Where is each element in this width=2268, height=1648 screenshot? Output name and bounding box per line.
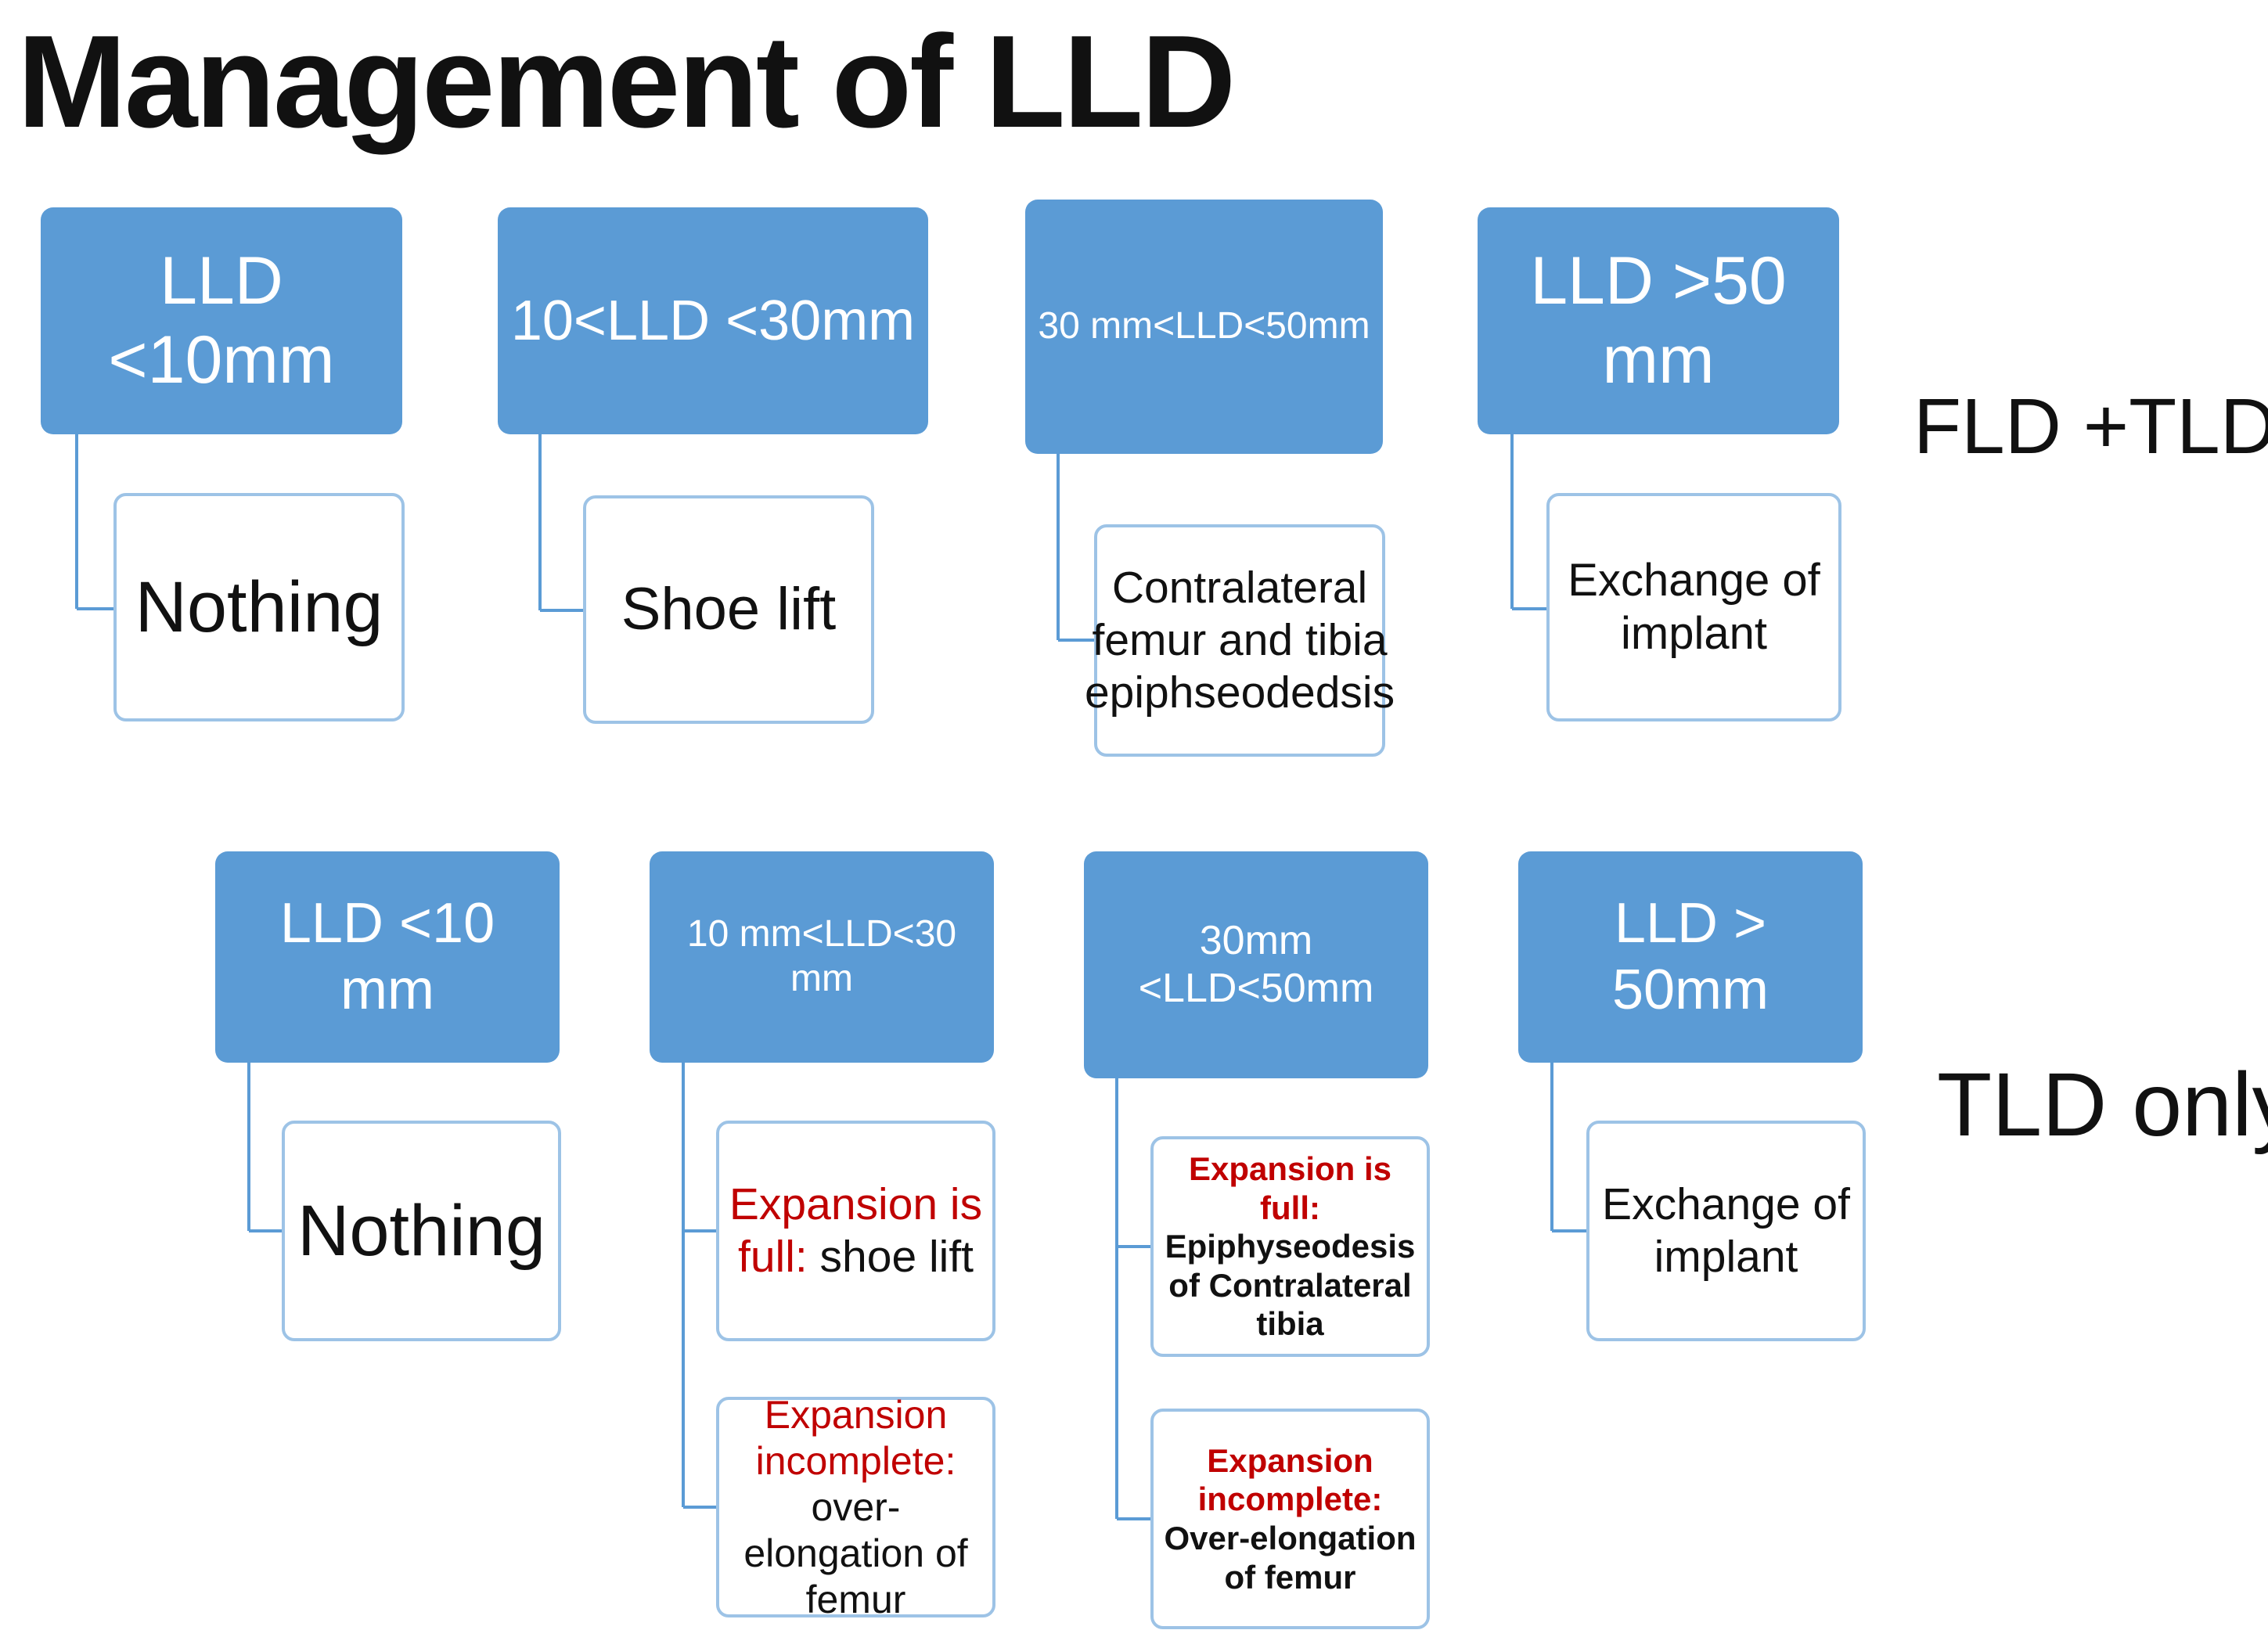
row-label-fld-tld: FLD +TLD — [1913, 383, 2268, 470]
row1-child-4: Exchange of implant — [1546, 493, 1841, 721]
highlight-expansion-incomplete: Expansion incomplete: — [755, 1392, 956, 1483]
row1-header-2: 10<LLD <30mm — [498, 207, 928, 434]
row1-child-3: Contralateral femur and tibia epiphseode… — [1085, 524, 1395, 757]
row1-header-4: LLD >50 mm — [1478, 207, 1839, 434]
row2-header-2: 10 mm<LLD<30 mm — [650, 851, 994, 1063]
row1-child-1: Nothing — [113, 493, 405, 721]
highlight-expansion-full: Expansion is full: — [729, 1178, 983, 1282]
row2-header-4: LLD > 50mm — [1518, 851, 1863, 1063]
row2-child-2a: Expansion is full: shoe lift — [716, 1121, 995, 1341]
row1-header-3: 30 mm<LLD<50mm — [1025, 200, 1383, 454]
highlight-expansion-full: Expansion is full: — [1188, 1150, 1392, 1226]
row2-child-2b: Expansion incomplete: over-elongation of… — [716, 1393, 995, 1621]
row2-child-3a: Expansion is full: Epiphyseodesis of Con… — [1150, 1136, 1430, 1357]
row2-child-3b: Expansion incomplete: Over-elongation of… — [1150, 1409, 1430, 1629]
row-label-tld-only: TLD only — [1937, 1055, 2268, 1155]
highlight-expansion-incomplete: Expansion incomplete: — [1197, 1441, 1383, 1518]
row2-header-3: 30mm <LLD<50mm — [1084, 851, 1428, 1078]
page-title: Management of LLD — [17, 8, 1236, 155]
row1-header-1: LLD <10mm — [41, 207, 402, 434]
row2-child-1: Nothing — [282, 1121, 561, 1341]
row2-child-4: Exchange of implant — [1586, 1121, 1866, 1341]
row1-child-2: Shoe lift — [583, 495, 874, 724]
row2-header-1: LLD <10 mm — [215, 851, 560, 1063]
